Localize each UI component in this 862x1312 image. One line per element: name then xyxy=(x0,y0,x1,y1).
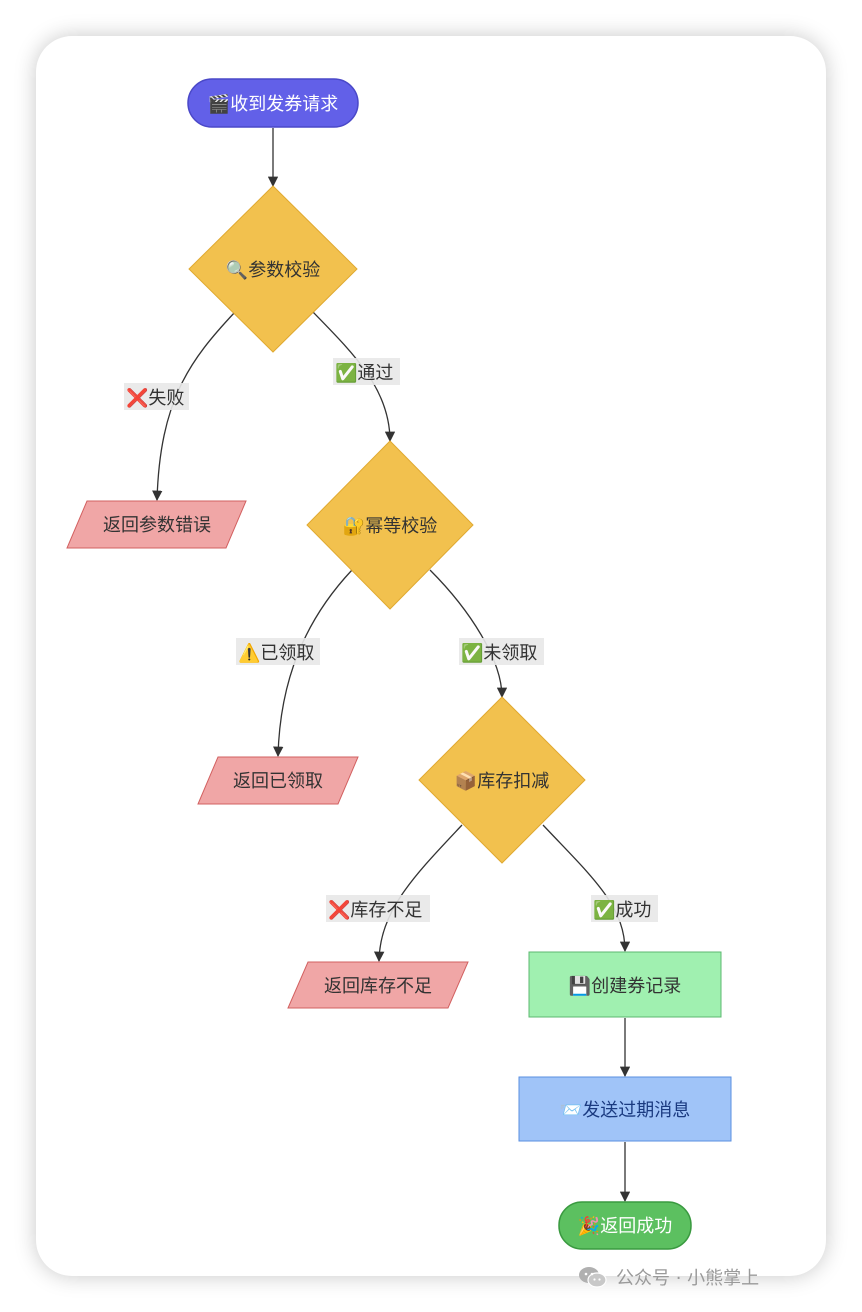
wechat-icon xyxy=(579,1267,607,1288)
node-create-record-text: 创建券记录 xyxy=(591,976,681,997)
node-idempotent-check-text: 幂等校验 xyxy=(365,516,437,537)
check-icon: ✅ xyxy=(593,899,615,921)
svg-text:💾创建券记录: 💾创建券记录 xyxy=(569,975,681,997)
node-send-expire-msg: 📨发送过期消息 xyxy=(518,1076,732,1142)
node-start-text: 收到发券请求 xyxy=(230,94,338,115)
magnifier-icon: 🔍 xyxy=(226,258,248,281)
svg-text:✅通过: ✅通过 xyxy=(335,362,393,384)
node-stock-insufficient: 返回库存不足 xyxy=(287,961,469,1009)
svg-text:📦库存扣减: 📦库存扣减 xyxy=(455,770,549,792)
node-create-record: 💾创建券记录 xyxy=(528,951,722,1018)
node-already-claimed: 返回已领取 xyxy=(197,756,359,805)
package-icon: 📦 xyxy=(455,770,477,792)
edge-label-fail: ❌失败 xyxy=(124,383,189,410)
node-param-error: 返回参数错误 xyxy=(66,500,247,549)
check-icon: ✅ xyxy=(461,642,483,664)
svg-text:✅未领取: ✅未领取 xyxy=(461,642,537,664)
node-start: 🎬收到发券请求 xyxy=(187,78,359,128)
edge-label-pass-text: 通过 xyxy=(357,363,393,384)
edge-label-claimed-text: 已领取 xyxy=(260,643,314,664)
clapperboard-icon: 🎬 xyxy=(208,93,230,115)
node-idempotent-check: 🔐幂等校验 xyxy=(306,440,474,610)
edge-label-stock-low-text: 库存不足 xyxy=(350,900,422,921)
cross-icon: ❌ xyxy=(328,899,350,921)
svg-text:🔐幂等校验: 🔐幂等校验 xyxy=(343,516,437,537)
node-stock-deduct-text: 库存扣减 xyxy=(477,771,549,792)
envelope-icon: 📨 xyxy=(560,1100,582,1121)
cross-icon: ❌ xyxy=(126,387,148,409)
edge-label-pass: ✅通过 xyxy=(333,358,400,385)
party-popper-icon: 🎉 xyxy=(578,1215,600,1237)
floppy-disk-icon: 💾 xyxy=(569,975,591,997)
edge-label-success-text: 成功 xyxy=(615,900,651,921)
svg-text:📨发送过期消息: 📨发送过期消息 xyxy=(560,1100,690,1121)
edge-label-fail-text: 失败 xyxy=(148,388,184,409)
edge-label-claimed: ⚠️已领取 xyxy=(236,638,320,665)
svg-text:❌失败: ❌失败 xyxy=(126,387,184,409)
edge-idem-notclaimed xyxy=(429,569,508,699)
node-already-claimed-text: 返回已领取 xyxy=(233,771,323,792)
svg-text:✅成功: ✅成功 xyxy=(593,899,651,921)
svg-text:🎉返回成功: 🎉返回成功 xyxy=(578,1215,672,1237)
node-param-error-text: 返回参数错误 xyxy=(103,515,211,536)
node-param-check-text: 参数校验 xyxy=(248,260,320,281)
node-param-check: 🔍参数校验 xyxy=(188,185,358,353)
node-stock-insufficient-text: 返回库存不足 xyxy=(324,976,432,997)
node-return-success: 🎉返回成功 xyxy=(558,1201,692,1250)
lock-icon: 🔐 xyxy=(343,516,365,537)
watermark-text: 公众号 · 小熊掌上 xyxy=(616,1268,760,1289)
diagram-card xyxy=(36,36,826,1276)
svg-text:🔍参数校验: 🔍参数校验 xyxy=(226,258,320,281)
svg-text:❌库存不足: ❌库存不足 xyxy=(328,899,422,921)
edge-label-notclaimed: ✅未领取 xyxy=(459,638,544,665)
svg-text:⚠️已领取: ⚠️已领取 xyxy=(238,642,314,664)
edge-label-success: ✅成功 xyxy=(591,895,658,922)
edge-stock-success xyxy=(542,824,631,953)
node-return-success-text: 返回成功 xyxy=(600,1216,672,1237)
node-send-expire-msg-text: 发送过期消息 xyxy=(582,1100,690,1121)
warning-icon: ⚠️ xyxy=(238,642,260,664)
edge-stock-low xyxy=(373,824,463,963)
svg-text:🎬收到发券请求: 🎬收到发券请求 xyxy=(208,93,338,115)
node-stock-deduct: 📦库存扣减 xyxy=(418,696,586,864)
check-icon: ✅ xyxy=(335,362,357,384)
edge-label-stock-low: ❌库存不足 xyxy=(326,895,430,922)
watermark: 公众号 · 小熊掌上 xyxy=(578,1262,759,1292)
edge-label-notclaimed-text: 未领取 xyxy=(483,643,537,664)
